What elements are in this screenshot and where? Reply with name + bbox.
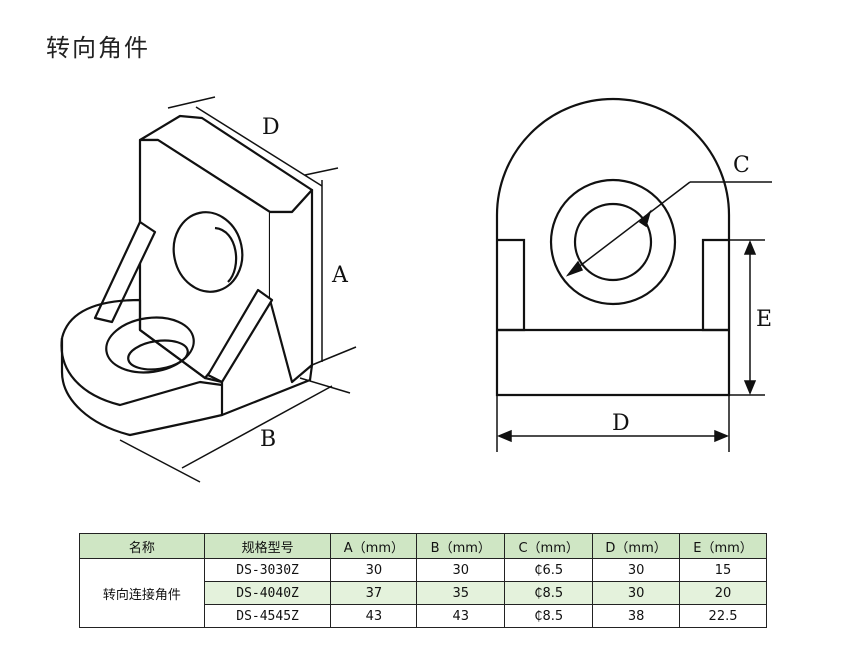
table-row: 转向连接角件 DS-3030Z 30 30 ₵6.5 30 15 [79,558,767,628]
cell-a: 37 [330,581,418,605]
header-e: E（mm） [679,533,767,559]
cell-model: DS-3030Z [203,558,332,582]
header-c: C（mm） [504,533,594,559]
cell-model: DS-4545Z [203,604,332,628]
header-a: A（mm） [330,533,418,559]
cell-d: 30 [592,581,681,605]
isometric-bracket-drawing [60,114,314,437]
header-name: 名称 [79,533,205,559]
cell-a: 30 [330,558,418,582]
cell-b: 43 [416,604,506,628]
technical-drawings: D A B C E D [60,96,772,483]
isometric-dimensions [119,96,357,483]
table-row: DS-4040Z 37 35 ₵8.5 30 20 [80,581,767,605]
cell-e: 20 [679,581,767,605]
cell-c: ₵8.5 [504,604,594,628]
cell-b: 35 [416,581,506,605]
spec-table: 名称 规格型号 A（mm） B（mm） C（mm） D（mm） E（mm） 转向… [79,533,767,628]
dim-label-d-iso: D [262,115,280,140]
cell-c: ₵6.5 [504,558,594,582]
header-model: 规格型号 [203,533,332,559]
header-d: D（mm） [592,533,681,559]
dim-label-a: A [331,263,349,288]
front-view-dimensions [496,181,772,452]
cell-model: DS-4040Z [203,581,332,605]
cell-d: 30 [592,558,681,582]
dim-label-c: C [733,153,750,178]
cell-e: 22.5 [679,604,767,628]
front-view-drawing [495,97,731,397]
table-row: DS-4545Z 43 43 ₵8.5 38 22.5 [80,604,767,628]
dim-label-d-front: D [612,411,630,436]
header-b: B（mm） [416,533,506,559]
cell-c: ₵8.5 [504,581,594,605]
cell-a: 43 [330,604,418,628]
product-name-cell: 转向连接角件 [79,558,205,628]
dim-label-e: E [756,307,772,332]
dim-label-b: B [260,427,276,452]
cell-e: 15 [679,558,767,582]
table-header-row: 名称 规格型号 A（mm） B（mm） C（mm） D（mm） E（mm） [79,533,767,559]
page-title: 转向角件 [46,34,150,62]
cell-d: 38 [592,604,681,628]
cell-b: 30 [416,558,506,582]
